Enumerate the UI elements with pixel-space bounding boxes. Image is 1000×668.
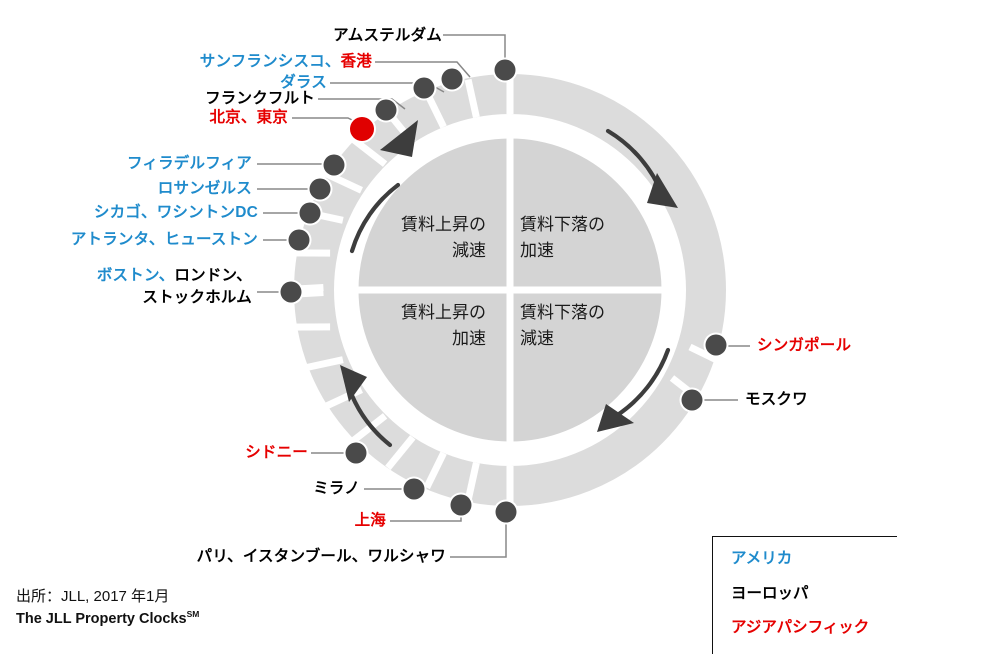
label-stockholm-text: ストックホルム <box>142 288 252 306</box>
marker-moscow[interactable] <box>681 389 703 411</box>
leader-sf-hk <box>375 61 471 78</box>
label-hongkong-text: 香港 <box>340 53 372 70</box>
quadrant-label-bottom-right: 賃料下落の 減速 <box>520 303 605 348</box>
leader-beijing-tokyo <box>292 117 359 124</box>
marker-boston-london-stockholm[interactable] <box>280 281 302 303</box>
label-london-text: ロンドン、 <box>174 267 252 284</box>
label-atlanta-houston: アトランタ、ヒューストン <box>70 231 258 248</box>
label-sydney: シドニー <box>245 444 308 461</box>
arrowhead-top-left <box>380 120 418 157</box>
arrowhead-bottom-right <box>597 404 634 432</box>
label-singapore: シンガポール <box>757 337 852 354</box>
source-title: The JLL Property Clocks <box>16 611 187 628</box>
legend-item-americas: アメリカ <box>731 550 793 567</box>
label-sf-text: サンフランシスコ、 <box>199 53 341 70</box>
marker-singapore[interactable] <box>705 334 727 356</box>
service-mark: SM <box>186 609 200 620</box>
label-boston-london-stockholm: ボストン、ロンドン、 ストックホルム <box>30 265 252 308</box>
source-line-1: 出所：JLL, 2017 年1月 <box>16 588 170 605</box>
label-chicago-washingtondc: シカゴ、ワシントンDC <box>93 204 258 221</box>
arrow-bottom-right-path <box>613 347 671 419</box>
label-dallas: ダラス <box>280 74 327 91</box>
quadrant-label-bottom-left: 賃料上昇の 加速 <box>401 303 486 348</box>
marker-milan[interactable] <box>403 478 425 500</box>
marker-amsterdam[interactable] <box>494 59 516 81</box>
label-shanghai: 上海 <box>354 512 386 529</box>
label-losangeles: ロサンゼルス <box>157 180 252 197</box>
marker-atlanta-houston[interactable] <box>288 229 310 251</box>
label-sf-hongkong: サンフランシスコ、香港 <box>100 52 372 73</box>
arrow-top-left-path <box>349 182 401 254</box>
marker-losangeles[interactable] <box>309 178 331 200</box>
label-boston-text: ボストン、 <box>96 267 175 284</box>
label-moscow: モスクワ <box>745 391 808 408</box>
quadrant-label-top-right: 賃料下落の 加速 <box>520 215 605 260</box>
leader-paris-istanbul-warsaw <box>450 518 507 558</box>
legend-item-europe: ヨーロッパ <box>731 584 809 602</box>
inner-gap-ring <box>350 130 670 450</box>
marker-shanghai[interactable] <box>450 494 472 516</box>
city-markers <box>278 57 729 525</box>
source-line-2: The JLL Property ClocksSM <box>16 608 199 630</box>
marker-sydney[interactable] <box>345 442 367 464</box>
marker-frankfurt[interactable] <box>375 99 397 121</box>
marker-beijing-tokyo[interactable] <box>350 117 374 141</box>
marker-chicago-dc[interactable] <box>299 202 321 224</box>
leader-frankfurt <box>318 98 406 110</box>
motion-arrow-heads <box>340 120 678 432</box>
marker-philadelphia[interactable] <box>323 154 345 176</box>
arrowhead-bottom-left <box>340 365 367 402</box>
label-paris-istanbul-warsaw: パリ、イスタンブール、ワルシャワ <box>196 548 446 565</box>
marker-paris-istanbul-warsaw[interactable] <box>495 501 517 523</box>
quadrant-label-top-left: 賃料上昇の 減速 <box>401 215 486 260</box>
marker-dallas[interactable] <box>413 77 435 99</box>
label-philadelphia: フィラデルフィア <box>127 155 252 172</box>
label-frankfurt: フランクフルト <box>205 90 315 107</box>
arrowhead-top-right <box>647 173 678 208</box>
source-note: 出所：JLL, 2017 年1月 The JLL Property Clocks… <box>16 585 199 631</box>
inner-disc-group <box>350 130 670 450</box>
legend-item-asiapacific: アジアパシフィック <box>731 619 870 636</box>
leader-amsterdam <box>443 34 506 62</box>
label-beijing-tokyo: 北京、東京 <box>209 109 288 126</box>
label-amsterdam: アムステルダム <box>333 27 442 44</box>
label-milan: ミラノ <box>313 480 360 497</box>
legend: アメリカ ヨーロッパ アジアパシフィック <box>712 536 897 654</box>
marker-sf-hk[interactable] <box>441 68 463 90</box>
